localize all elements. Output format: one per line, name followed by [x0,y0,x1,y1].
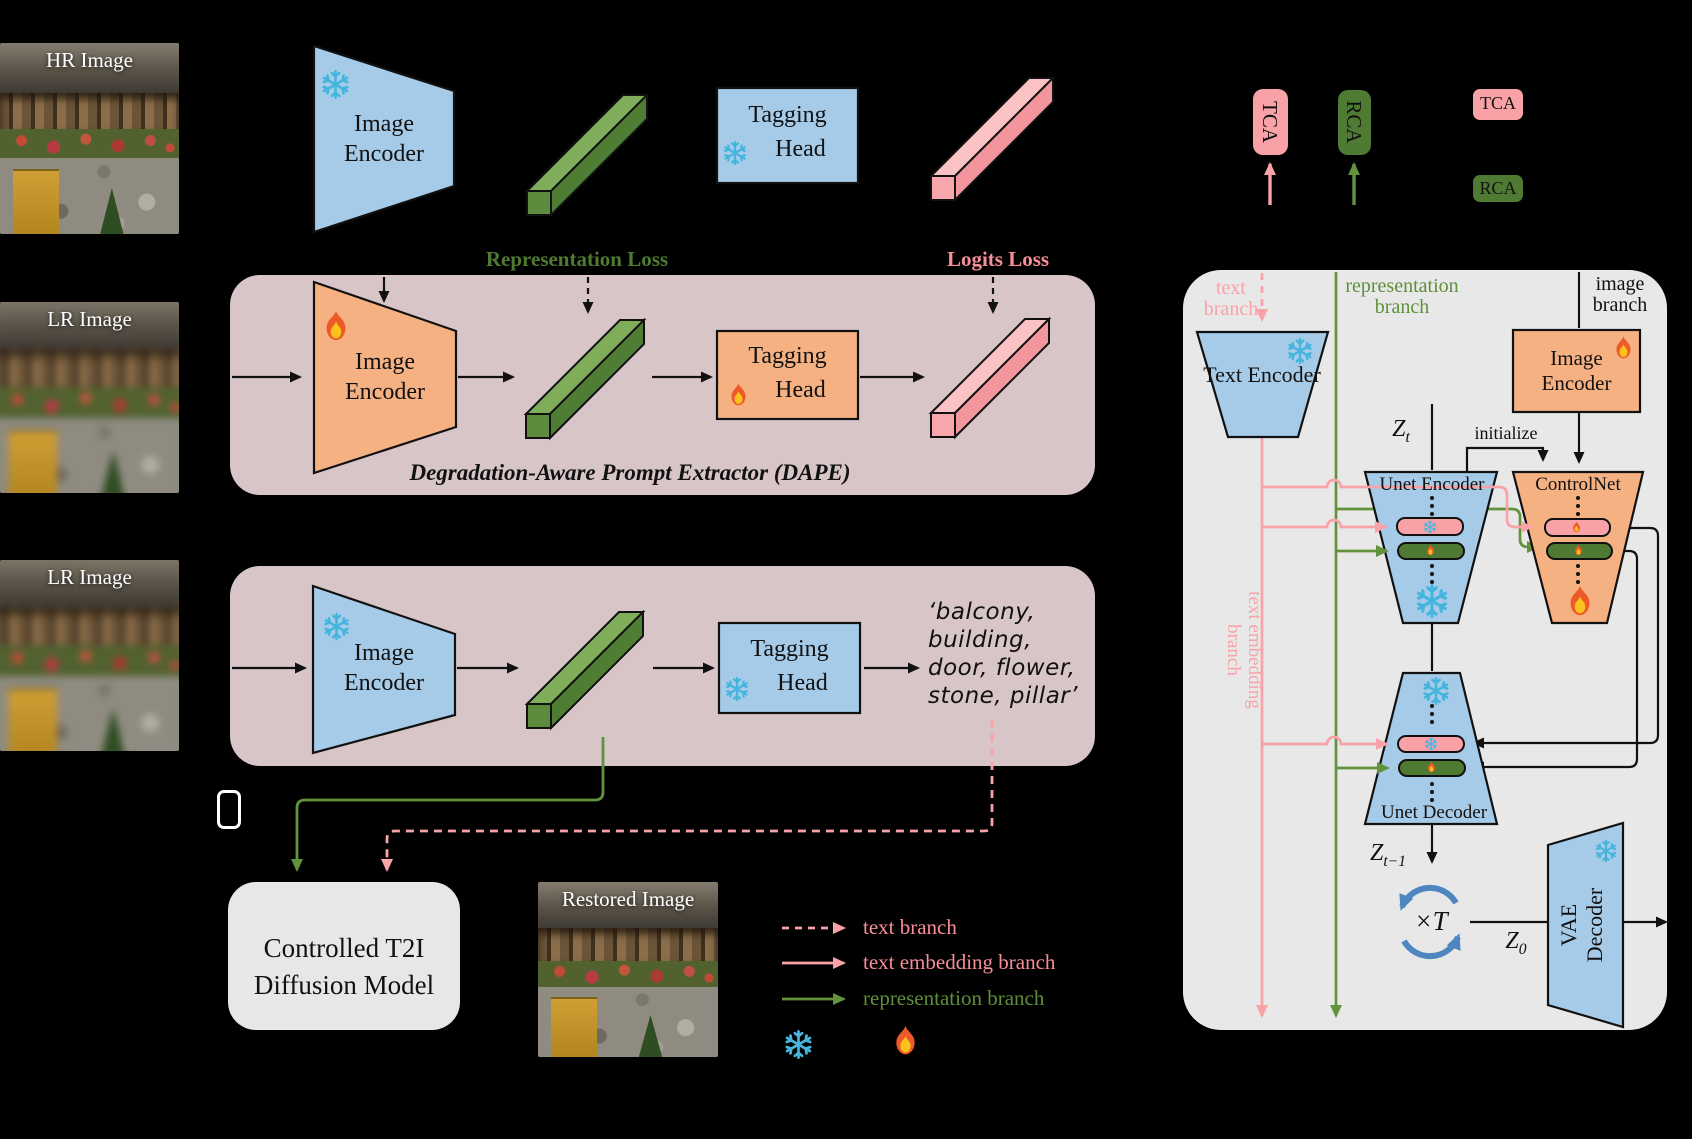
panel-image-encoder-label: Image Encoder [1541,346,1612,395]
legend-arrows [782,922,846,1005]
restored-image-label: Restored Image [561,887,695,911]
rca-tag-box [1473,175,1523,202]
vae-decoder-shape [1546,821,1625,1029]
representation-branch-wire [291,737,605,872]
restored-image: Restored Image [538,882,718,1057]
dape-image-encoder-shape [312,280,458,475]
lr-image-top-label: LR Image [47,307,132,331]
text-encoder-shape [1195,330,1330,439]
t2i-line2: Diffusion Model [253,970,435,1000]
ellipsis-dots [1430,496,1580,802]
text-branch-wire [381,720,994,872]
dape-ar [232,277,999,383]
inference-tagging-head-label: Tagging Head [719,632,860,700]
inference-image-encoder-label: Image Encoder [344,640,424,696]
panel-text-branch-label: text branch [1203,277,1259,320]
panel-image-branch-label: image branch [1592,273,1648,316]
panel-representation-branch-label: representation branch [1345,275,1459,318]
pretrain-tagging-head-label: Tagging Head [717,98,858,166]
zt-label: Zt [1380,416,1422,447]
dape-feature-bar [523,317,647,441]
panel-text-embedding-branch-label: text embedding branch [1223,591,1265,709]
lr-image-bottom-label: LR Image [47,565,132,589]
tagging-line1: Tagging [750,636,829,662]
representation-loss-label: Representation Loss [485,247,669,271]
tca-tag-label: TCA [1480,93,1516,113]
xt-cycle-icon [1399,884,1461,960]
lr-image-bottom: LR Image [0,560,179,751]
pretrain-logits-bar [928,75,1056,203]
zt1-label: Zt−1 [1358,840,1418,871]
t2i-line1: Controlled T2I [263,933,425,963]
dape-logits-bar [928,316,1052,440]
tca-pill-vertical [1253,89,1288,155]
tagging-line1: Tagging [748,343,827,369]
tca-tag-box [1473,89,1523,120]
legend-snowflake-icon [785,1031,811,1057]
controlnet-label: ControlNet [1535,474,1621,495]
photo-scene [0,43,179,234]
tagging-line2: Head [777,670,828,696]
caret-artifact [217,790,241,829]
initialize-label: initialize [1474,423,1538,443]
dape-caption: Degradation-Aware Prompt Extractor (DAPE… [409,460,851,485]
legend-representation-branch: representation branch [863,986,1045,1010]
pretrain-tagging-head-shape [715,86,860,185]
pretrain-image-encoder-shape [312,44,456,234]
rca-tag-label: RCA [1479,178,1517,198]
tagging-line1: Tagging [748,102,827,128]
inference-feature-bar [524,609,646,731]
inference-tagging-head-shape [717,621,862,715]
rca-pill-vertical [1338,90,1371,155]
dape-tagging-head-label: Tagging Head [717,339,858,407]
logits-loss-label: Logits Loss [946,247,1050,271]
predicted-tags-text: ‘balcony, building, door, flower, stone,… [928,599,1079,709]
legend-flame-icon [896,1025,915,1055]
z-sub: t−1 [1383,852,1406,870]
z-base: Z [1369,840,1384,866]
unet-encoder-label: Unet Encoder [1379,474,1485,495]
panel-black-wires [1426,272,1668,928]
tagging-line2: Head [775,377,826,403]
pretrain-image-encoder-label: Image Encoder [344,111,424,167]
z-sub: 0 [1518,940,1527,958]
legend-text-embedding-branch: text embedding branch [863,950,1056,974]
dape-tagging-head-shape [715,329,860,421]
photo-scene [0,560,179,751]
tca-vertical-label: TCA [1258,101,1282,143]
unet-decoder-label: Unet Decoder [1380,802,1488,823]
z-base: Z [1392,416,1406,442]
panel-pink-branches [1262,478,1534,750]
inference-image-encoder-shape [311,584,457,755]
xt-label: ×T [1414,906,1448,936]
t2i-box [228,882,460,1030]
z-base: Z [1505,928,1519,954]
legend-text-branch: text branch [863,915,957,939]
vae-decoder-label: VAE Decoder [1556,887,1607,963]
photo-scene [538,882,718,1057]
z-sub: t [1405,428,1410,446]
pretrain-feature-bar [524,92,650,218]
t2i-model-label: Controlled T2I Diffusion Model [238,930,450,1004]
lr-image-top: LR Image [0,302,179,493]
hr-image: HR Image [0,43,179,234]
dape-image-encoder-label: Image Encoder [345,349,425,405]
tagging-line2: Head [775,136,826,162]
photo-scene [0,302,179,493]
text-encoder-label: Text Encoder [1203,362,1321,387]
panel-green-branches [1336,545,1390,774]
rca-vertical-label: RCA [1342,100,1366,144]
hr-image-label: HR Image [46,48,133,72]
z0-label: Z0 [1494,928,1538,959]
